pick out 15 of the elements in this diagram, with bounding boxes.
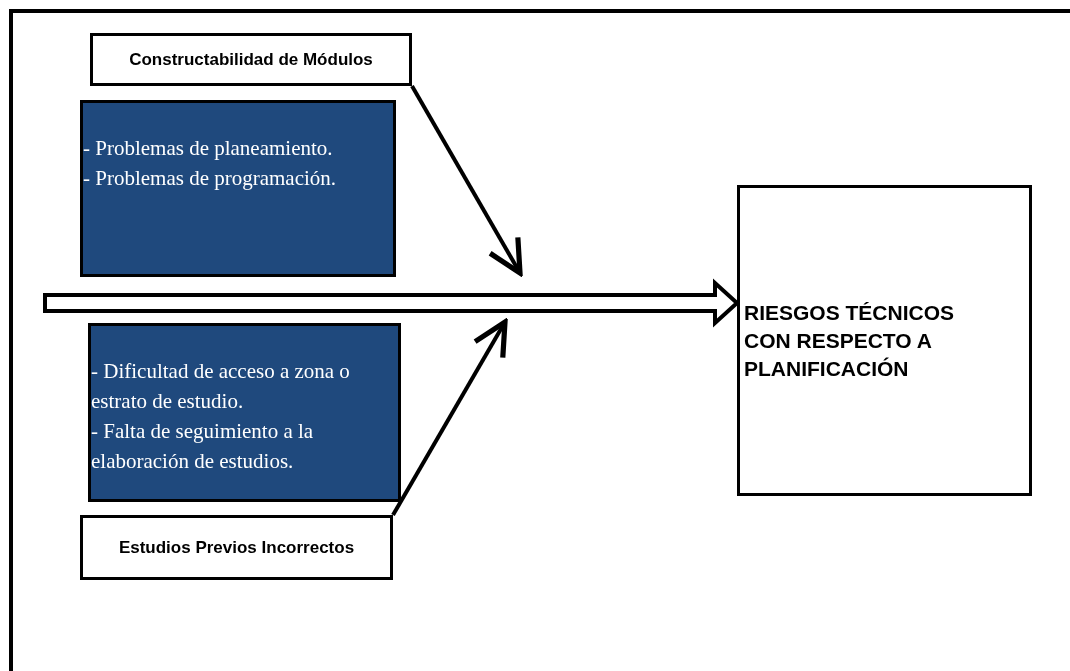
cause-box <box>80 100 396 277</box>
block-arrow <box>43 278 740 328</box>
effect-box <box>737 185 1032 496</box>
arrow <box>391 319 508 516</box>
cause-text: - Problemas de planeamiento. <box>83 135 334 162</box>
effect-title: RIESGOS TÉCNICOS CON RESPECTO A PLANIFICACIÓN <box>743 299 956 382</box>
cause-text: - Falta de seguimiento a la elaboración de estudios. <box>91 418 315 475</box>
category-box <box>90 33 412 86</box>
category-title: Constructabilidad de Módulos <box>128 49 374 70</box>
category-box <box>80 515 393 580</box>
category-title: Estudios Previos Incorrectos <box>117 537 356 558</box>
cause-text: - Dificultad de acceso a zona o estrato de estudio. <box>91 358 351 415</box>
cause-text: - Problemas de programación. <box>83 165 338 192</box>
arrow <box>410 85 523 276</box>
cause-box <box>88 323 401 502</box>
